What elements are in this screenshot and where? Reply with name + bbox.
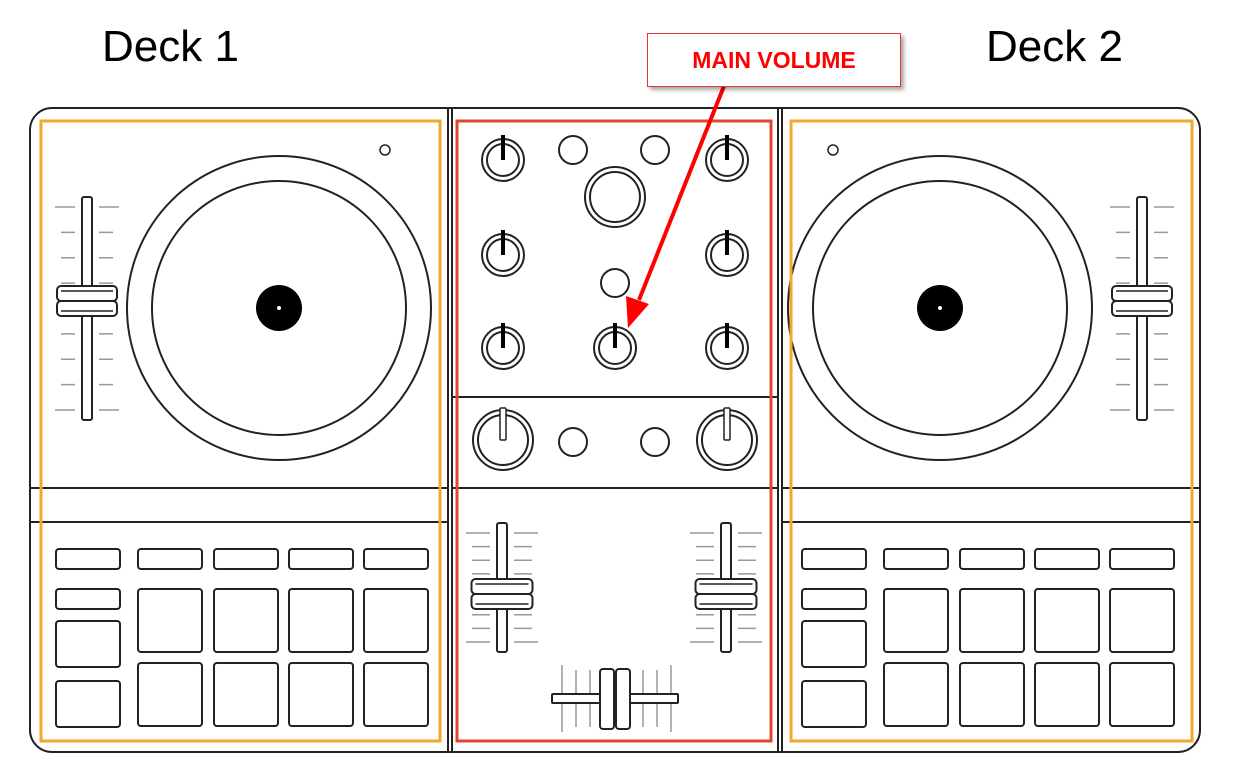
mode-button[interactable] [55,548,121,570]
deck-1-title: Deck 1 [102,22,239,71]
play-button[interactable] [801,620,867,668]
shift-button[interactable] [55,588,121,610]
fader-handle[interactable] [694,593,758,610]
cue-mix-button-left[interactable] [558,427,588,457]
deck-2-title: Deck 2 [986,22,1123,71]
shift-button[interactable] [801,588,867,610]
deck-2-pitch-fader[interactable] [1110,196,1174,421]
performance-pad[interactable] [1034,588,1100,653]
fader-handle[interactable] [694,578,758,595]
load-button[interactable] [600,268,630,298]
fader-handle[interactable] [56,300,118,317]
channel-fader-left[interactable] [466,522,538,653]
eq-high-knob-left[interactable] [481,230,525,277]
cue-button[interactable] [55,680,121,728]
performance-pad[interactable] [883,588,949,653]
eq-high-knob-right[interactable] [705,230,749,277]
performance-pad[interactable] [363,662,429,727]
deck-led [379,144,391,156]
fader-handle[interactable] [56,285,118,302]
deck-1-pitch-fader[interactable] [55,196,119,421]
filter-knob-left[interactable] [472,407,534,471]
mode-button[interactable] [1034,548,1100,570]
arrow-head-icon [626,296,649,328]
eq-low-knob-left[interactable] [481,323,525,370]
knob-indicator [499,407,507,441]
channel-fader-right[interactable] [690,522,762,653]
deck-2-highlight [789,119,1194,743]
gain-knob-left[interactable] [481,135,525,182]
performance-pad[interactable] [137,662,203,727]
deck-2 [787,144,1175,728]
knob-indicator [723,407,731,441]
fader-handle[interactable] [1111,285,1173,302]
headphone-button-right[interactable] [640,135,670,165]
mode-button[interactable] [137,548,203,570]
performance-pad[interactable] [213,662,279,727]
cue-mix-button-right[interactable] [640,427,670,457]
mode-button[interactable] [1109,548,1175,570]
performance-pad[interactable] [1034,662,1100,727]
deck-led [827,144,839,156]
performance-pad[interactable] [363,588,429,653]
performance-pad[interactable] [1109,662,1175,727]
mode-button[interactable] [959,548,1025,570]
performance-pad[interactable] [288,588,354,653]
deck-1 [55,144,432,728]
main-volume-knob[interactable] [593,323,637,370]
filter-knob-right[interactable] [696,407,758,471]
mode-button[interactable] [288,548,354,570]
performance-pad[interactable] [959,588,1025,653]
mode-button[interactable] [883,548,949,570]
fader-handle[interactable] [1111,300,1173,317]
performance-pad[interactable] [213,588,279,653]
performance-pad[interactable] [288,662,354,727]
crossfader-handle[interactable] [615,668,631,730]
main-volume-callout: MAIN VOLUME [647,33,901,87]
callout-arrow [626,85,726,328]
fader-handle[interactable] [470,593,534,610]
jog-wheel-spindle [277,306,281,310]
fader-handle[interactable] [470,578,534,595]
mode-button[interactable] [363,548,429,570]
deck-1-highlight [39,119,442,743]
mixer-highlight [455,119,773,743]
performance-pad[interactable] [137,588,203,653]
performance-pad[interactable] [1109,588,1175,653]
browse-encoder-inner[interactable] [589,171,641,223]
arrow-shaft [637,85,726,301]
eq-low-knob-right[interactable] [705,323,749,370]
jog-wheel-spindle [938,306,942,310]
mode-button[interactable] [213,548,279,570]
performance-pad[interactable] [883,662,949,727]
crossfader[interactable] [551,665,679,732]
play-button[interactable] [55,620,121,668]
performance-pad[interactable] [959,662,1025,727]
mode-button[interactable] [801,548,867,570]
gain-knob-right[interactable] [705,135,749,182]
headphone-button-left[interactable] [558,135,588,165]
crossfader-handle[interactable] [599,668,615,730]
cue-button[interactable] [801,680,867,728]
